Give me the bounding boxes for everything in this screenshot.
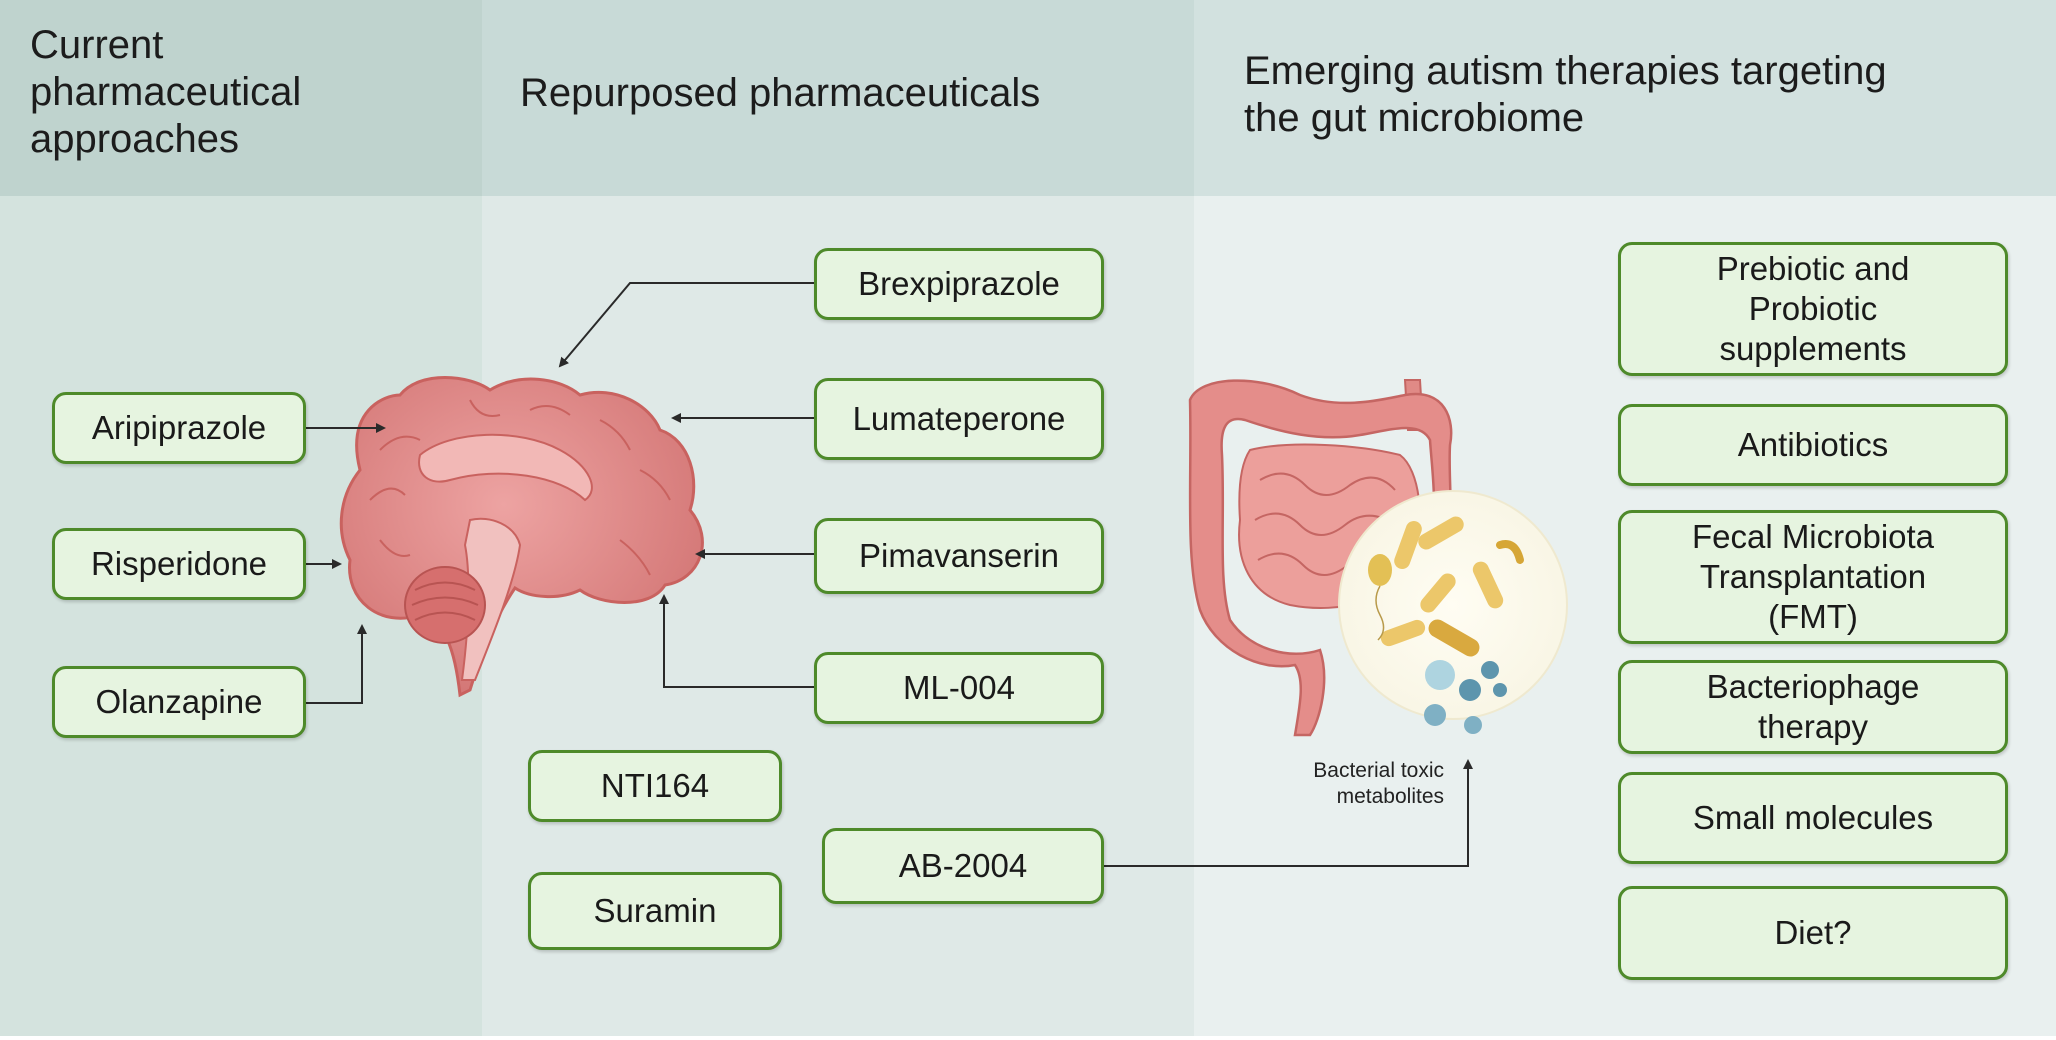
therapy-fmt[interactable]: Fecal Microbiota Transplantation (FMT) bbox=[1618, 510, 2008, 644]
repurposed-header-band bbox=[482, 0, 1194, 196]
drug-brexpiprazole[interactable]: Brexpiprazole bbox=[814, 248, 1104, 320]
arrow-brexpiprazole bbox=[558, 282, 814, 368]
therapy-diet[interactable]: Diet? bbox=[1618, 886, 2008, 980]
drug-aripiprazole[interactable]: Aripiprazole bbox=[52, 392, 306, 464]
therapy-prebiotic-probiotic[interactable]: Prebiotic and Probiotic supplements bbox=[1618, 242, 2008, 376]
drug-risperidone[interactable]: Risperidone bbox=[52, 528, 306, 600]
drug-olanzapine[interactable]: Olanzapine bbox=[52, 666, 306, 738]
drug-ab2004[interactable]: AB-2004 bbox=[822, 828, 1104, 904]
therapy-antibiotics[interactable]: Antibiotics bbox=[1618, 404, 2008, 486]
metabolites-label: Bacterial toxic metabolites bbox=[1313, 759, 1444, 808]
drug-suramin[interactable]: Suramin bbox=[528, 872, 782, 950]
current-header-band bbox=[0, 0, 482, 196]
brain-illustration bbox=[339, 376, 704, 698]
emerging-therapies-title: Emerging autism therapies targeting the … bbox=[1244, 49, 1887, 140]
arrow-ml004 bbox=[659, 594, 814, 688]
emerging-header-band bbox=[1194, 0, 2056, 196]
arrow-ab2004 bbox=[1104, 759, 1473, 867]
drug-ml004[interactable]: ML-004 bbox=[814, 652, 1104, 724]
drug-lumateperone[interactable]: Lumateperone bbox=[814, 378, 1104, 460]
drug-pimavanserin[interactable]: Pimavanserin bbox=[814, 518, 1104, 594]
therapy-bacteriophage[interactable]: Bacteriophage therapy bbox=[1618, 660, 2008, 754]
bacteria-circle-illustration bbox=[1338, 490, 1568, 734]
repurposed-title: Repurposed pharmaceuticals bbox=[520, 71, 1041, 115]
arrow-olanzapine bbox=[306, 624, 367, 704]
current-approaches-title: Current pharmaceutical approaches bbox=[30, 23, 302, 161]
drug-nti164[interactable]: NTI164 bbox=[528, 750, 782, 822]
therapy-small-molecules[interactable]: Small molecules bbox=[1618, 772, 2008, 864]
